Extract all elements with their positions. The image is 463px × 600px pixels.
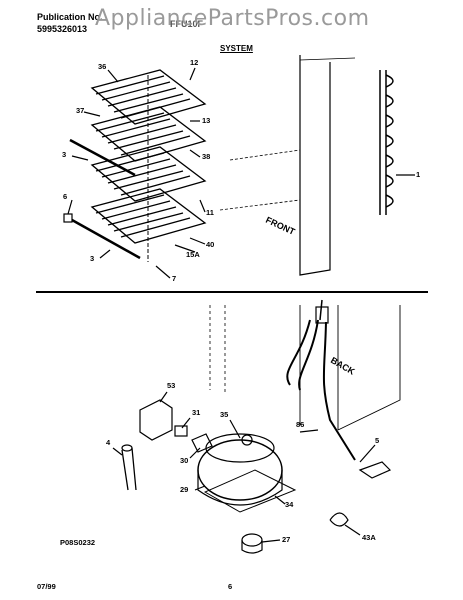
callout-30: 30 xyxy=(180,456,189,465)
callout-11: 11 xyxy=(206,208,214,217)
front-label: FRONT xyxy=(264,215,297,237)
callout-53: 53 xyxy=(167,381,176,390)
cabinet-side-wall xyxy=(299,55,331,276)
terminal-cover xyxy=(174,425,188,437)
footer-date: 07/99 xyxy=(37,582,56,591)
refrigerant-tube-1 xyxy=(286,319,311,386)
wire-clip xyxy=(329,512,349,527)
callout-29: 29 xyxy=(180,485,189,494)
callout-38: 38 xyxy=(202,152,211,161)
wire-shelf-4 xyxy=(90,188,207,244)
callout-86: 86 xyxy=(296,420,305,429)
publication-number: 5995326013 xyxy=(37,24,88,34)
cabinet-back xyxy=(299,305,401,431)
drier-tube xyxy=(121,447,137,491)
back-label: BACK xyxy=(329,355,357,377)
callout-27: 27 xyxy=(282,535,291,544)
callout-7: 7 xyxy=(172,274,177,283)
callout-43a: 43A xyxy=(362,533,376,542)
wire-shelf-2 xyxy=(90,106,207,162)
callout-37: 37 xyxy=(76,106,85,115)
callout-6: 6 xyxy=(63,192,68,201)
callout-3-upper: 3 xyxy=(62,150,67,159)
shelf-rail-upper xyxy=(69,138,136,177)
callout-35: 35 xyxy=(220,410,229,419)
callout-15a: 15A xyxy=(186,250,200,259)
shelf-rail-lower xyxy=(71,218,141,260)
model-number: FFU10F xyxy=(170,19,204,29)
figure-id: P08S0232 xyxy=(60,538,96,547)
callout-1: 1 xyxy=(416,170,421,179)
power-plug xyxy=(358,461,392,479)
footer-page-number: 6 xyxy=(228,582,233,591)
drier-fitting xyxy=(315,306,329,324)
callout-4: 4 xyxy=(106,438,111,447)
callout-31: 31 xyxy=(192,408,201,417)
callout-36: 36 xyxy=(98,62,107,71)
overload-relay xyxy=(139,399,173,441)
shelf-clip xyxy=(63,213,73,223)
watermark-text: AppliancePartsPros.com xyxy=(95,6,370,31)
callout-13: 13 xyxy=(202,116,211,125)
relay-clip xyxy=(191,433,213,453)
compressor-body xyxy=(197,439,283,501)
section-title: SYSTEM xyxy=(220,44,253,53)
callout-34: 34 xyxy=(285,500,294,509)
callout-40: 40 xyxy=(206,240,215,249)
callout-12: 12 xyxy=(190,58,199,67)
publication-label: Publication No. xyxy=(37,12,103,22)
callout-5: 5 xyxy=(375,436,380,445)
rubber-grommet xyxy=(241,533,263,547)
wire-shelf-3 xyxy=(90,146,207,202)
refrigerant-tube-2 xyxy=(322,321,356,461)
evaporator-coil xyxy=(379,70,394,215)
callout-3-lower: 3 xyxy=(90,254,95,263)
wire-shelf-1 xyxy=(90,69,207,125)
